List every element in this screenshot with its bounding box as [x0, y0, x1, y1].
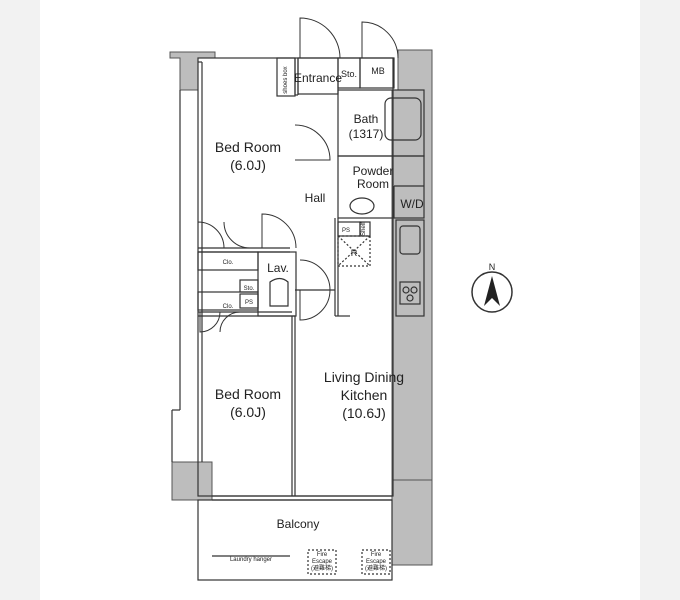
hall-door: [294, 124, 331, 161]
lavatory-label: Lav.: [267, 261, 289, 275]
closet2-doors: [199, 311, 241, 333]
lav-door-2: [299, 289, 331, 321]
balcony-label: Balcony: [277, 517, 320, 531]
hall-label: Hall: [305, 191, 326, 205]
bedroom1-name: Bed Room: [215, 139, 281, 155]
closet1-doors: [197, 221, 251, 249]
fire-escape2-line1: Fire: [371, 552, 382, 558]
bedroom2-size: (6.0J): [230, 404, 266, 420]
lav-door: [299, 259, 331, 291]
ldk-line2: Kitchen: [341, 387, 388, 403]
bath-size: (1317): [349, 127, 384, 141]
fire-escape1-line1: Fire: [317, 552, 328, 558]
bath-name: Bath: [354, 112, 379, 126]
closet2-label: Clo.: [223, 304, 234, 310]
entrance-door: [299, 17, 341, 59]
fire-escape1-line2: Escape: [312, 559, 333, 565]
laundry-hanger-label: Laundry hanger: [230, 557, 272, 563]
floor-plan-drawing: N Bed Room (6.0J) shoes box Entrance Sto…: [169, 17, 513, 581]
entrance-label: Entrance: [294, 71, 342, 85]
mb-door: [361, 21, 399, 59]
fire-escape1-line3: (避難梯): [311, 564, 333, 572]
doors: [197, 17, 399, 333]
column-bottom-right: [391, 479, 433, 566]
column-bottom-left: [171, 461, 213, 501]
bedroom1-door: [261, 213, 297, 249]
ldk-line1: Living Dining: [324, 369, 404, 385]
shoes-box-label: shoes box: [283, 66, 289, 93]
room-labels: Bed Room (6.0J) shoes box Entrance Sto. …: [215, 66, 424, 572]
ps1-label: PS: [245, 300, 253, 306]
wd-label: W/D: [400, 197, 424, 211]
bedroom2-name: Bed Room: [215, 386, 281, 402]
refrigerator-label: R: [351, 248, 358, 258]
powder-room-line2: Room: [357, 177, 389, 191]
compass: N: [471, 262, 513, 313]
ps2-label: PS: [342, 228, 350, 234]
interior-walls: [197, 57, 425, 581]
floor-plan: N Bed Room (6.0J) shoes box Entrance Sto…: [40, 0, 640, 600]
fire-escape2-line3: (避難梯): [365, 564, 387, 572]
powder-room-line1: Powder: [353, 164, 394, 178]
storage-lav-label: Sto.: [244, 286, 255, 292]
bedroom1-size: (6.0J): [230, 157, 266, 173]
mb-label: MB: [371, 66, 385, 76]
shelf-label: Shelf: [361, 222, 367, 236]
fire-escape2-line2: Escape: [366, 559, 387, 565]
ldk-size: (10.6J): [342, 405, 386, 421]
storage-entrance-label: Sto.: [341, 69, 357, 79]
column-right: [391, 49, 433, 481]
closet1-label: Clo.: [223, 260, 234, 266]
compass-label: N: [489, 262, 496, 272]
